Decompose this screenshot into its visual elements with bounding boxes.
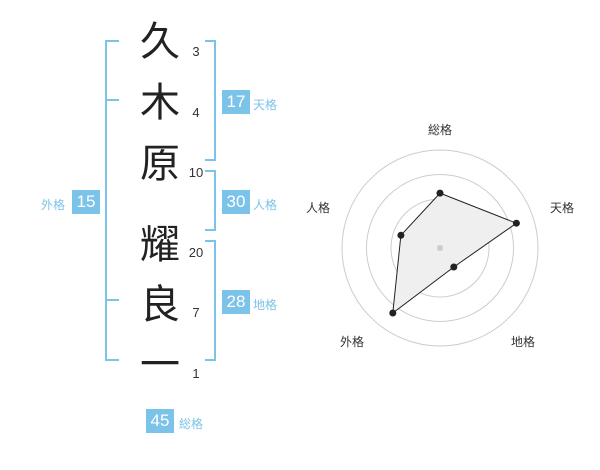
axis-label-tenkaku: 天格 <box>550 200 574 215</box>
name-char-5: 良 <box>140 282 180 328</box>
axis-label-chikaku: 地格 <box>511 334 535 349</box>
name-char-3: 原 <box>140 141 180 187</box>
chikaku-value: 28 <box>222 290 250 314</box>
jinkaku-value: 30 <box>222 190 250 214</box>
bracket-tick <box>105 299 119 301</box>
name-diagram: 久 木 原 耀 良 一 3 4 10 20 7 1 17 天格 30 人格 28… <box>41 19 278 433</box>
bracket-tick <box>105 99 119 101</box>
chikaku-bracket <box>205 240 216 361</box>
radar-point-3 <box>450 263 458 271</box>
radar-ring <box>366 174 514 322</box>
axis-label-jinkaku: 人格 <box>306 200 330 215</box>
jinkaku-label: 人格 <box>253 198 278 212</box>
radar-point-4 <box>389 309 397 317</box>
radar-point-1 <box>436 189 444 197</box>
stroke-count-2: 4 <box>192 105 200 120</box>
name-char-6: 一 <box>140 342 180 388</box>
radar-point-2 <box>512 219 520 227</box>
soukaku-value: 45 <box>146 409 174 433</box>
gaikaku-value: 15 <box>72 190 100 214</box>
axis-label-soukaku: 総格 <box>428 122 452 137</box>
stroke-count-1: 3 <box>192 44 200 59</box>
radar-ring <box>341 149 539 347</box>
radar-chart: 総格 天格 地格 外格 人格 <box>306 122 574 349</box>
axis-label-gaikaku: 外格 <box>340 334 364 349</box>
name-char-1: 久 <box>140 19 180 65</box>
stroke-count-5: 7 <box>192 305 200 320</box>
chikaku-label: 地格 <box>253 298 278 312</box>
soukaku-label: 総格 <box>179 417 204 431</box>
radar-center-dot <box>437 245 443 251</box>
gaikaku-label: 外格 <box>41 198 66 212</box>
tenkaku-label: 天格 <box>253 98 278 112</box>
gaikaku-bracket <box>105 40 119 361</box>
name-char-4: 耀 <box>140 222 180 268</box>
tenkaku-value: 17 <box>222 90 250 114</box>
stroke-count-4: 20 <box>188 245 204 260</box>
radar-area <box>392 192 518 315</box>
stroke-count-6: 1 <box>192 366 200 381</box>
stroke-count-3: 10 <box>188 165 204 180</box>
tenkaku-bracket <box>205 40 216 161</box>
jinkaku-bracket <box>205 170 216 231</box>
radar-point-5 <box>397 231 405 239</box>
name-char-2: 木 <box>140 80 180 126</box>
